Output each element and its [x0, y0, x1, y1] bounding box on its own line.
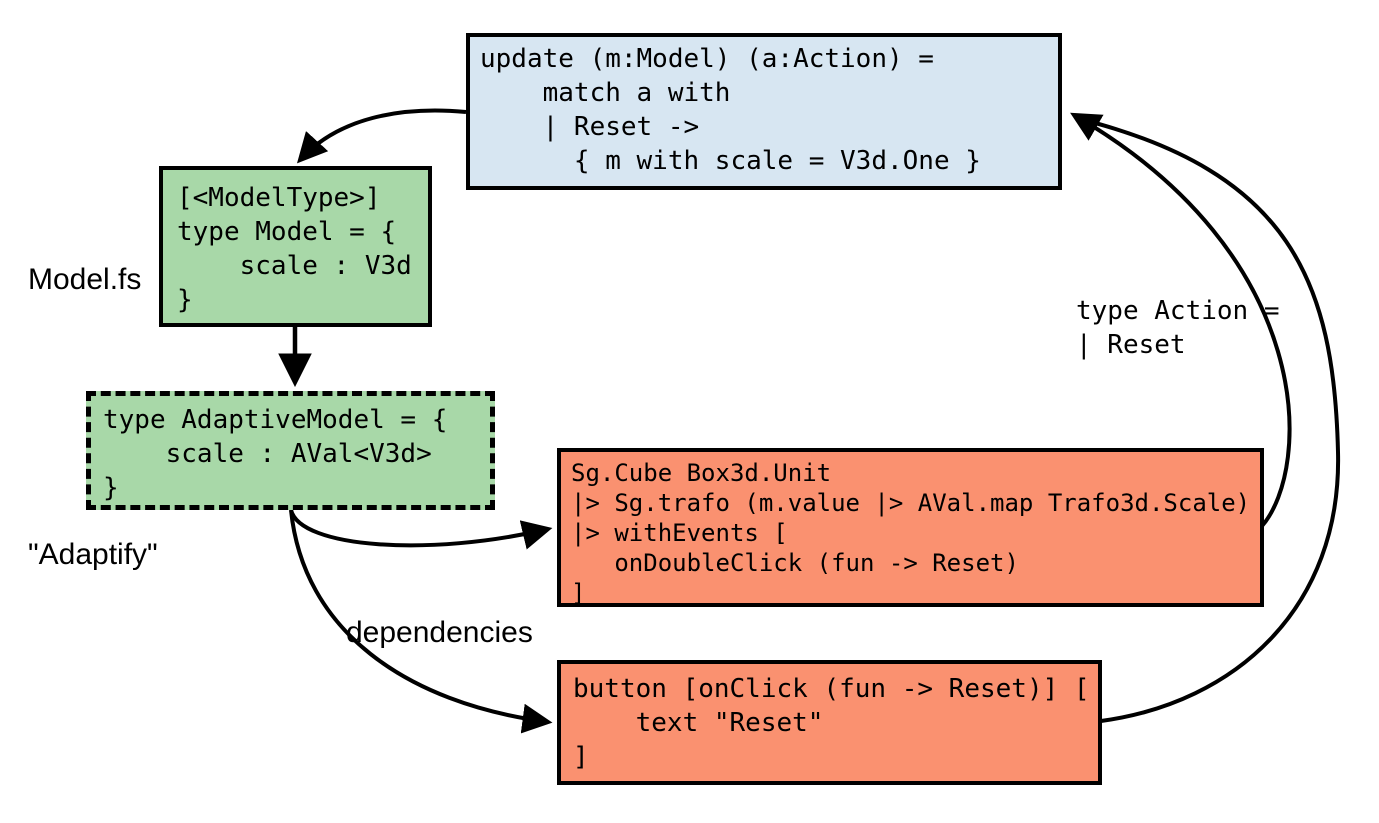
- adaptive-model-code: type AdaptiveModel = { scale : AVal<V3d>…: [103, 405, 448, 503]
- model-fs-label: Model.fs: [28, 263, 142, 296]
- model-type-box: [<ModelType>] type Model = { scale : V3d…: [159, 166, 432, 327]
- model-type-code: [<ModelType>] type Model = { scale : V3d…: [177, 183, 412, 315]
- arrow-update-to-model: [296, 108, 467, 164]
- scene-graph-view-code: Sg.Cube Box3d.Unit |> Sg.trafo (m.value …: [571, 459, 1251, 607]
- update-function-code: update (m:Model) (a:Action) = match a wi…: [480, 44, 981, 176]
- dependencies-label: dependencies: [346, 616, 533, 649]
- update-function-box: update (m:Model) (a:Action) = match a wi…: [466, 33, 1062, 190]
- action-type-code: type Action = | Reset: [1076, 296, 1280, 360]
- arrow-adaptive-to-scenegraph: [289, 509, 553, 550]
- button-view-box: button [onClick (fun -> Reset)] [ text "…: [557, 660, 1102, 785]
- adaptify-label: "Adaptify": [28, 538, 158, 571]
- arrow-adaptive-to-button: [289, 509, 553, 734]
- button-view-code: button [onClick (fun -> Reset)] [ text "…: [573, 674, 1090, 772]
- adaptive-model-box: type AdaptiveModel = { scale : AVal<V3d>…: [86, 391, 495, 510]
- arrow-button-to-update: [1079, 117, 1341, 723]
- scene-graph-view-box: Sg.Cube Box3d.Unit |> Sg.trafo (m.value …: [557, 448, 1264, 607]
- arrow-scenegraph-to-update: [1070, 112, 1292, 528]
